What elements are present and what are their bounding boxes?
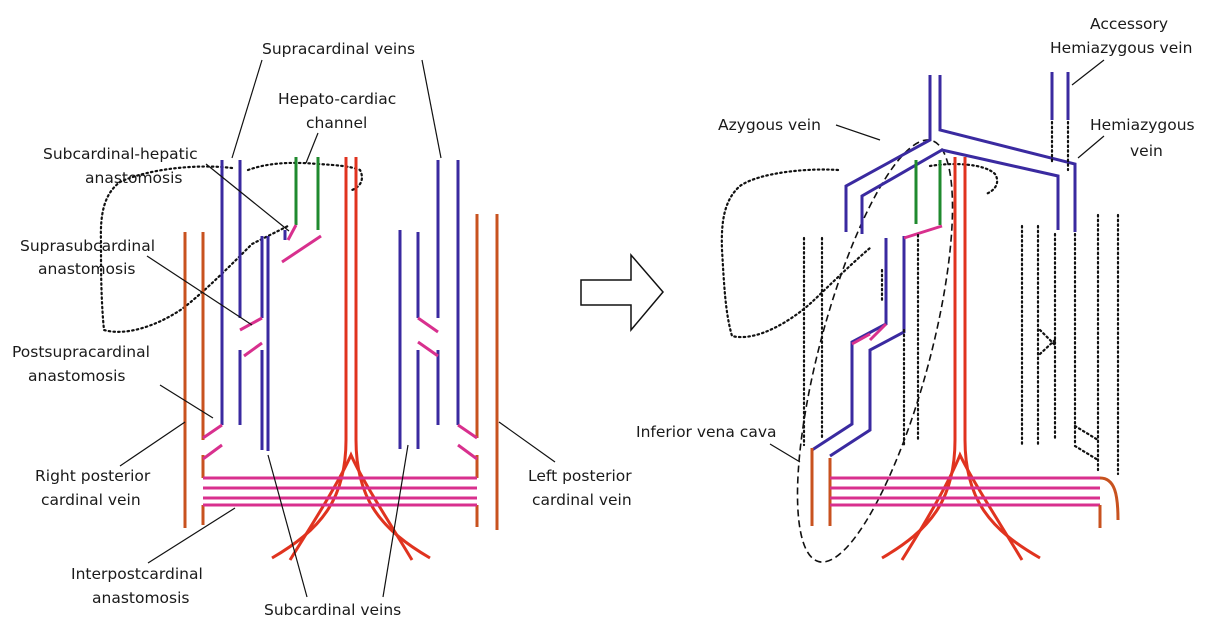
hepato-cardiac-channel	[296, 157, 318, 230]
pointer-left-posterior	[499, 422, 555, 462]
suprasubcardinal-anastomosis-left	[418, 318, 438, 356]
label-inferior-vena-cava: Inferior vena cava	[636, 423, 777, 441]
right-supracardinal-vein	[222, 160, 240, 425]
pointer-supracardinal-left	[422, 60, 441, 158]
regressed-right-posterior	[804, 238, 822, 445]
label-postsupracardinal-2: anastomosis	[28, 367, 126, 385]
label-supracardinal-veins: Supracardinal veins	[262, 40, 415, 58]
aorta-bifurcation-inner	[290, 455, 412, 560]
pointer-supracardinal-right	[232, 60, 262, 158]
pointer-subcardinal-hepatic	[206, 164, 289, 231]
right-diagram	[722, 72, 1118, 576]
label-interpostcardinal-1: Interpostcardinal	[71, 565, 203, 583]
regressed-left-supracardinal	[1022, 226, 1038, 445]
label-suprasubcardinal-1: Suprasubcardinal	[20, 237, 155, 255]
label-right-posterior-1: Right posterior	[35, 467, 151, 485]
regressed-left-posterior	[1098, 215, 1118, 474]
pointer-right-posterior	[120, 422, 185, 466]
right-posterior-remnant	[812, 448, 830, 526]
accessory-hemiazygous	[1052, 72, 1068, 120]
label-hemiazygous-2: vein	[1130, 142, 1163, 160]
postsupracardinal-anastomosis-left	[458, 425, 477, 459]
pointer-interpostcardinal	[148, 508, 235, 563]
pointer-suprasubcardinal	[147, 256, 252, 325]
label-subcardinal-hepatic-1: Subcardinal-hepatic	[43, 145, 198, 163]
regressed-left-subcardinal	[1055, 234, 1075, 445]
pointer-azygous	[836, 125, 880, 140]
regressed-left-anastomoses	[1040, 330, 1098, 460]
label-subcardinal-veins: Subcardinal veins	[264, 601, 401, 619]
left-posterior-remnant	[1100, 478, 1118, 528]
left-subcardinal-vein	[400, 230, 418, 449]
label-left-posterior-2: cardinal vein	[532, 491, 632, 509]
label-interpostcardinal-2: anastomosis	[92, 589, 190, 607]
ivc-dashed-ellipse	[765, 126, 984, 576]
right-labels: Accessory Hemiazygous vein Azygous vein …	[636, 15, 1195, 441]
aorta-r-bifurcation-inner	[902, 455, 1022, 560]
pointer-hepato-cardiac	[306, 133, 318, 163]
label-suprasubcardinal-2: anastomosis	[38, 260, 136, 278]
label-hemiazygous-1: Hemiazygous	[1090, 116, 1195, 134]
right-arrow-icon	[581, 255, 663, 330]
label-hepato-cardiac-2: channel	[306, 114, 367, 132]
pointer-hemiazygous	[1078, 136, 1104, 158]
label-accessory-1: Accessory	[1090, 15, 1168, 33]
hepato-cardiac-r	[916, 160, 940, 225]
pointer-ivc	[770, 444, 800, 462]
interpostcardinal-r	[830, 478, 1100, 505]
pointer-accessory	[1072, 60, 1104, 85]
label-azygous-vein: Azygous vein	[718, 116, 821, 134]
ivc-zigzag-outer	[812, 238, 886, 450]
right-subcardinal-vein	[262, 236, 268, 451]
label-right-posterior-2: cardinal vein	[41, 491, 141, 509]
left-supracardinal-vein	[438, 160, 458, 425]
hepatic-anastomosis-r	[852, 226, 942, 344]
pointer-subcardinal-right	[268, 455, 307, 597]
label-accessory-2: Hemiazygous vein	[1050, 39, 1192, 57]
label-left-posterior-1: Left posterior	[528, 467, 632, 485]
left-diagram	[101, 157, 497, 560]
ivc-zigzag-inner	[830, 236, 904, 456]
label-postsupracardinal-1: Postsupracardinal	[12, 343, 150, 361]
postsupracardinal-anastomosis-right	[203, 425, 222, 459]
label-subcardinal-hepatic-2: anastomosis	[85, 169, 183, 187]
label-hepato-cardiac-1: Hepato-cardiac	[278, 90, 396, 108]
